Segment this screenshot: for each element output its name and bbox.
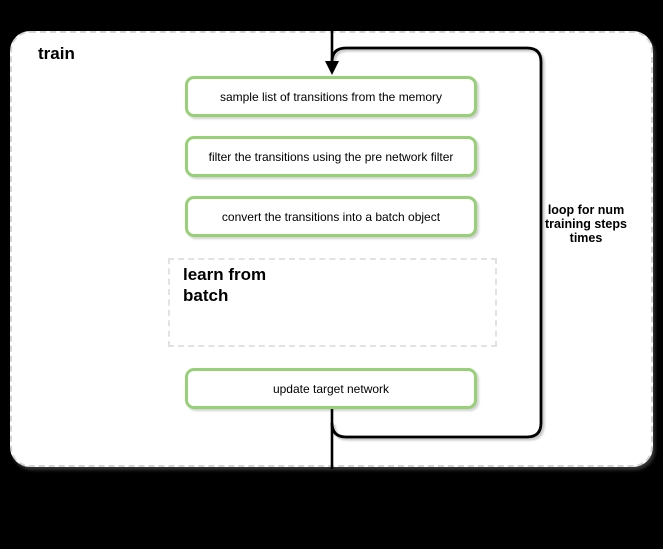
step-update-target-network: update target network <box>185 368 477 409</box>
subprocess-learn-from-batch: learn from batch <box>168 258 497 347</box>
step-convert-transitions-label: convert the transitions into a batch obj… <box>221 209 441 224</box>
loop-annotation: loop for num training steps times <box>545 203 627 245</box>
step-convert-transitions: convert the transitions into a batch obj… <box>185 196 477 237</box>
step-filter-transitions-label: filter the transitions using the pre net… <box>208 149 454 164</box>
subprocess-learn-from-batch-label: learn from batch <box>183 265 267 305</box>
train-container-title: train <box>38 44 75 63</box>
step-sample-transitions-label: sample list of transitions from the memo… <box>219 89 443 104</box>
step-filter-transitions: filter the transitions using the pre net… <box>185 136 477 177</box>
step-update-target-network-label: update target network <box>272 381 390 396</box>
step-sample-transitions: sample list of transitions from the memo… <box>185 76 477 117</box>
